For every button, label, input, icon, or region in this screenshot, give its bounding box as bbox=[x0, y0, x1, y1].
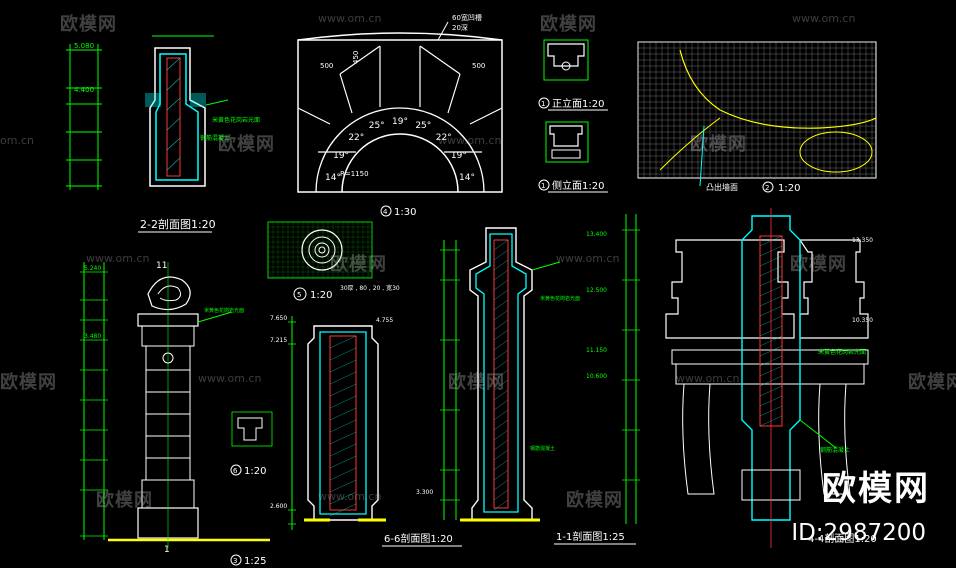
grid-note: 凸出墙面 bbox=[706, 182, 738, 192]
elev-12500: 12.500 bbox=[586, 287, 607, 294]
section-2-2: 5.080 4.400 米黄色花岗岩光面 钢筋混凝土 2-2剖面图1:20 bbox=[66, 35, 260, 233]
elev-2600: 2.600 bbox=[270, 503, 287, 510]
view-3-scale: 1:25 bbox=[244, 556, 266, 567]
front-side-elevations: 1 正立面1:20 1 侧立面1:20 bbox=[538, 39, 608, 193]
arch-angle-label: 14° bbox=[459, 173, 475, 183]
title-section-1-1: 1-1剖面图1:25 bbox=[556, 530, 625, 543]
watermark-brand: 欧模网 bbox=[218, 134, 275, 155]
asset-id: ID:2987200 bbox=[791, 520, 926, 546]
title-section-6-6: 6-6剖面图1:20 bbox=[384, 532, 453, 545]
view-4-number: 4 bbox=[383, 208, 388, 216]
section-4-4: 米黄色花岗岩光面 钢筋混凝土 13.350 10.350 4-4剖面图1:20 bbox=[622, 208, 877, 548]
view-5-dim-note: 30厚 , 80 , 20 , 宽30 bbox=[340, 284, 400, 292]
view-4-scale: 1:30 bbox=[394, 207, 416, 218]
view-3-number: 3 bbox=[233, 557, 237, 565]
watermark-brand: 欧模网 bbox=[0, 372, 57, 393]
elev-4400: 4.400 bbox=[74, 86, 94, 94]
watermark-url: www.om.cn bbox=[792, 12, 856, 25]
watermark-brand: 欧模网 bbox=[96, 490, 153, 511]
watermark-brand: 欧模网 bbox=[448, 372, 505, 393]
note-stone-1: 米黄色花岗岩光面 bbox=[212, 116, 260, 124]
front-number: 1 bbox=[541, 100, 545, 108]
note-mesh-1: 钢筋混凝土 bbox=[200, 134, 230, 142]
elev-7650: 7.650 bbox=[270, 315, 287, 322]
elev-13400: 13.400 bbox=[586, 231, 607, 238]
watermark-url: www.om.cn bbox=[318, 12, 382, 25]
watermark-brand: 欧模网 bbox=[790, 254, 847, 275]
elev-7215: 7.215 bbox=[270, 337, 287, 344]
side-label: 侧立面1:20 bbox=[552, 179, 604, 192]
arch-angle-labels: 14° 19° 22° 25° 19° 25° 22° 19° 14° bbox=[325, 117, 475, 183]
watermark-brand: 欧模网 bbox=[908, 372, 956, 393]
elev-10350: 10.350 bbox=[852, 317, 873, 324]
watermark-url: www.om.cn bbox=[318, 490, 382, 503]
view-5-scale: 1:20 bbox=[310, 290, 332, 301]
grid-pattern-2: 凸出墙面 2 1:20 bbox=[637, 41, 877, 194]
arch-dim-right: 500 bbox=[472, 62, 485, 70]
arch-top-note: 60宽凹槽 bbox=[452, 13, 482, 22]
watermark-url: www.om.cn bbox=[198, 372, 262, 385]
grid-number: 2 bbox=[765, 184, 769, 192]
view-6-scale: 1:20 bbox=[244, 466, 266, 477]
arch-angle-label: 19° bbox=[333, 151, 349, 161]
watermark-brand: 欧模网 bbox=[690, 134, 747, 155]
view-6-number: 6 bbox=[233, 467, 238, 475]
watermark-brand: 欧模网 bbox=[330, 254, 387, 275]
note-stone-4: 米黄色花岗岩光面 bbox=[818, 348, 866, 356]
watermark-url: om.cn bbox=[0, 134, 34, 147]
arch-angle-label: 22° bbox=[436, 133, 452, 143]
elev-11150: 11.150 bbox=[586, 347, 607, 354]
elev-5240: 5.240 bbox=[84, 265, 101, 272]
note-mesh-2: 钢筋混凝土 bbox=[530, 445, 555, 452]
arch-top-note-2: 20深 bbox=[452, 23, 468, 32]
view-5-number: 5 bbox=[297, 291, 301, 299]
arch-angle-label: 19° bbox=[392, 117, 408, 127]
column-elevation-3: 5.240 3.480 11 1 米黄色花岗岩光面 6 1:20 3 1:25 bbox=[80, 261, 273, 567]
arch-dim-mid: 450 bbox=[352, 51, 360, 64]
marker-11: 11 bbox=[156, 261, 167, 271]
note-stone-3: 米黄色花岗岩光面 bbox=[540, 295, 580, 302]
elev-5080: 5.080 bbox=[74, 42, 94, 50]
side-number: 1 bbox=[541, 182, 545, 190]
watermark-brand: 欧模网 bbox=[60, 14, 117, 35]
elev-10600: 10.600 bbox=[586, 373, 607, 380]
elev-4755: 4.755 bbox=[376, 317, 393, 324]
axis-1: 1 bbox=[164, 545, 170, 555]
section-1-1: 米黄色花岗岩光面 钢筋混凝土 13.400 12.500 11.150 10.6… bbox=[416, 227, 636, 545]
brand-logo-text: 欧模网 bbox=[822, 469, 930, 509]
section-6-6: 7.650 7.215 4.755 2.600 6-6剖面图1:20 bbox=[270, 315, 462, 547]
watermark-brand: 欧模网 bbox=[566, 490, 623, 511]
watermark-url: www.om.cn bbox=[556, 252, 620, 265]
detail-view-5: 5 1:20 30厚 , 80 , 20 , 宽30 bbox=[267, 221, 400, 301]
arch-angle-label: 14° bbox=[325, 173, 341, 183]
title-section-4-4: 4-4剖面图1:20 bbox=[808, 532, 877, 545]
arch-angle-label: 19° bbox=[451, 151, 467, 161]
arch-angle-label: 22° bbox=[348, 133, 364, 143]
note-stone-2: 米黄色花岗岩光面 bbox=[204, 307, 244, 314]
elev-3480: 3.480 bbox=[84, 333, 101, 340]
arch-angle-label: 25° bbox=[415, 121, 431, 131]
grid-scale: 1:20 bbox=[778, 183, 800, 194]
watermark-url: www.om.cn bbox=[676, 372, 740, 385]
watermark-url: www.om.cn bbox=[86, 252, 150, 265]
arch-radius: R=1150 bbox=[340, 170, 369, 178]
arch-view-4: 500 500 450 60宽凹槽 20深 14° 19° 22° 25° 19° 25°… bbox=[297, 13, 503, 218]
arch-angle-label: 25° bbox=[369, 121, 385, 131]
elev-13350: 13.350 bbox=[852, 237, 873, 244]
note-mesh-3: 钢筋混凝土 bbox=[820, 446, 850, 454]
watermark-brand: 欧模网 bbox=[540, 14, 597, 35]
title-section-2-2: 2-2剖面图1:20 bbox=[140, 217, 216, 231]
arch-dim-left: 500 bbox=[320, 62, 333, 70]
watermark-url: www.om.cn bbox=[438, 134, 502, 147]
elev-3300: 3.300 bbox=[416, 489, 433, 496]
front-label: 正立面1:20 bbox=[552, 97, 604, 110]
